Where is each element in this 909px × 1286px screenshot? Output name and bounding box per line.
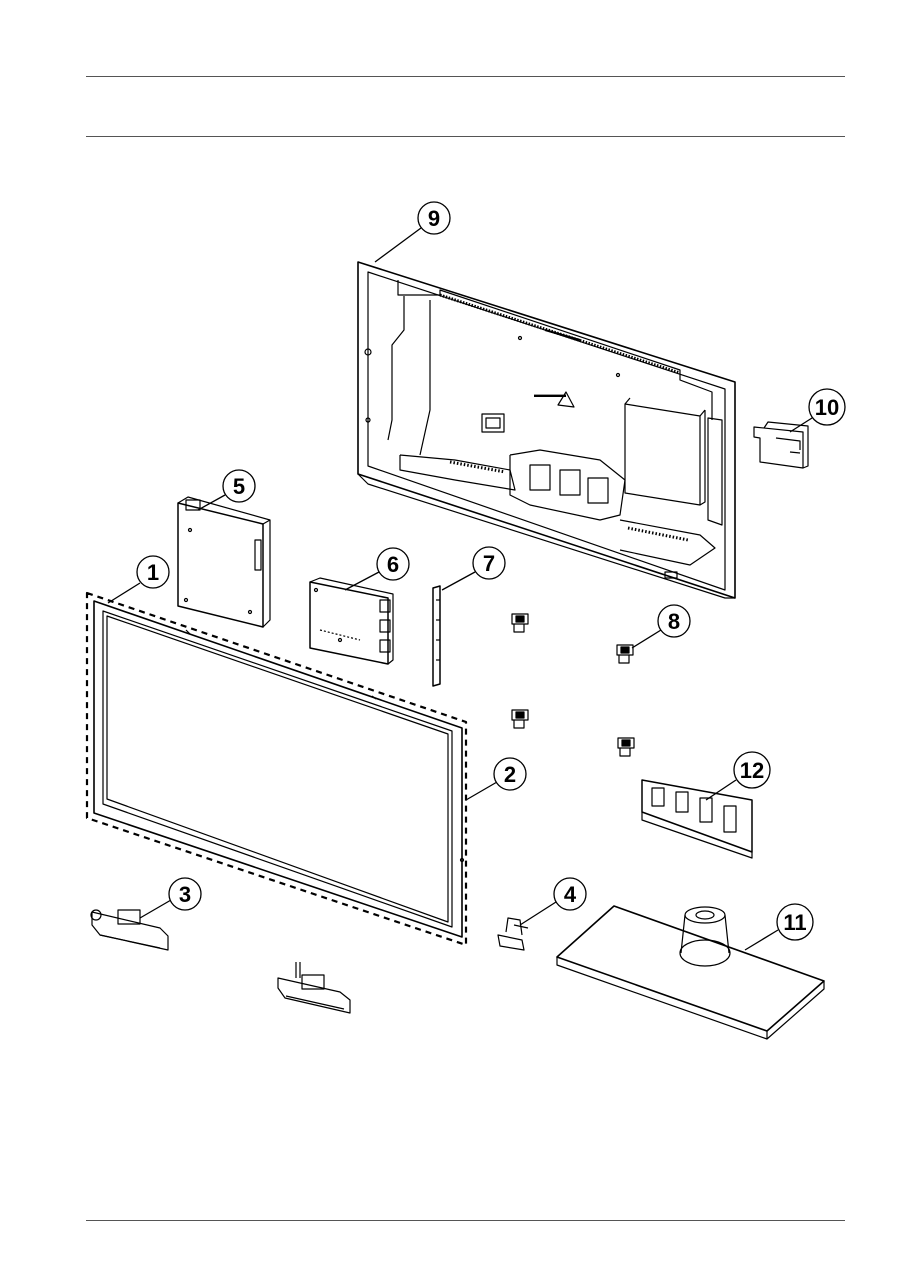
rear-cover: ▬▬▬▬ xyxy=(357,261,736,599)
callout-2 xyxy=(493,757,527,791)
holder-clips xyxy=(511,613,635,757)
header-bottom-rule xyxy=(86,136,845,137)
callout-8-label: 8 xyxy=(668,609,680,634)
callout-5 xyxy=(222,469,256,503)
function-key-board xyxy=(432,585,441,687)
callout-11-label: 11 xyxy=(783,910,806,935)
power-board xyxy=(177,496,271,628)
callout-1 xyxy=(136,555,170,589)
callout-6 xyxy=(376,547,410,581)
callout-5-label: 5 xyxy=(233,474,245,499)
callout-3 xyxy=(168,877,202,911)
speaker-left xyxy=(90,909,169,951)
stand-base xyxy=(556,905,825,1040)
front-bezel xyxy=(93,600,465,938)
callout-9-label: 9 xyxy=(428,206,440,231)
callout-10 xyxy=(808,388,846,426)
callout-4-label: 4 xyxy=(564,882,577,907)
stand-guide xyxy=(641,779,753,859)
callout-10-label: 10 xyxy=(815,395,839,420)
callout-12 xyxy=(733,751,771,789)
callout-3-label: 3 xyxy=(179,882,191,907)
stand-bracket xyxy=(497,917,529,951)
callout-8 xyxy=(657,604,691,638)
callout-6-label: 6 xyxy=(387,552,399,577)
footer-rule xyxy=(86,1220,845,1221)
callout-2-label: 2 xyxy=(504,762,516,787)
header-top-rule xyxy=(86,76,845,77)
panel-assembly-outline xyxy=(85,591,468,947)
callout-7-label: 7 xyxy=(483,551,495,576)
callout-1-label: 1 xyxy=(147,560,159,585)
callout-7 xyxy=(472,546,506,580)
svg-text:▬▬▬▬: ▬▬▬▬ xyxy=(534,390,566,399)
speaker-right xyxy=(277,962,351,1014)
callout-12-label: 12 xyxy=(740,758,764,783)
callout-4 xyxy=(553,877,587,911)
callout-9 xyxy=(417,201,451,235)
callout-11 xyxy=(776,903,814,941)
main-board xyxy=(309,577,394,665)
jack-cover xyxy=(753,421,809,469)
